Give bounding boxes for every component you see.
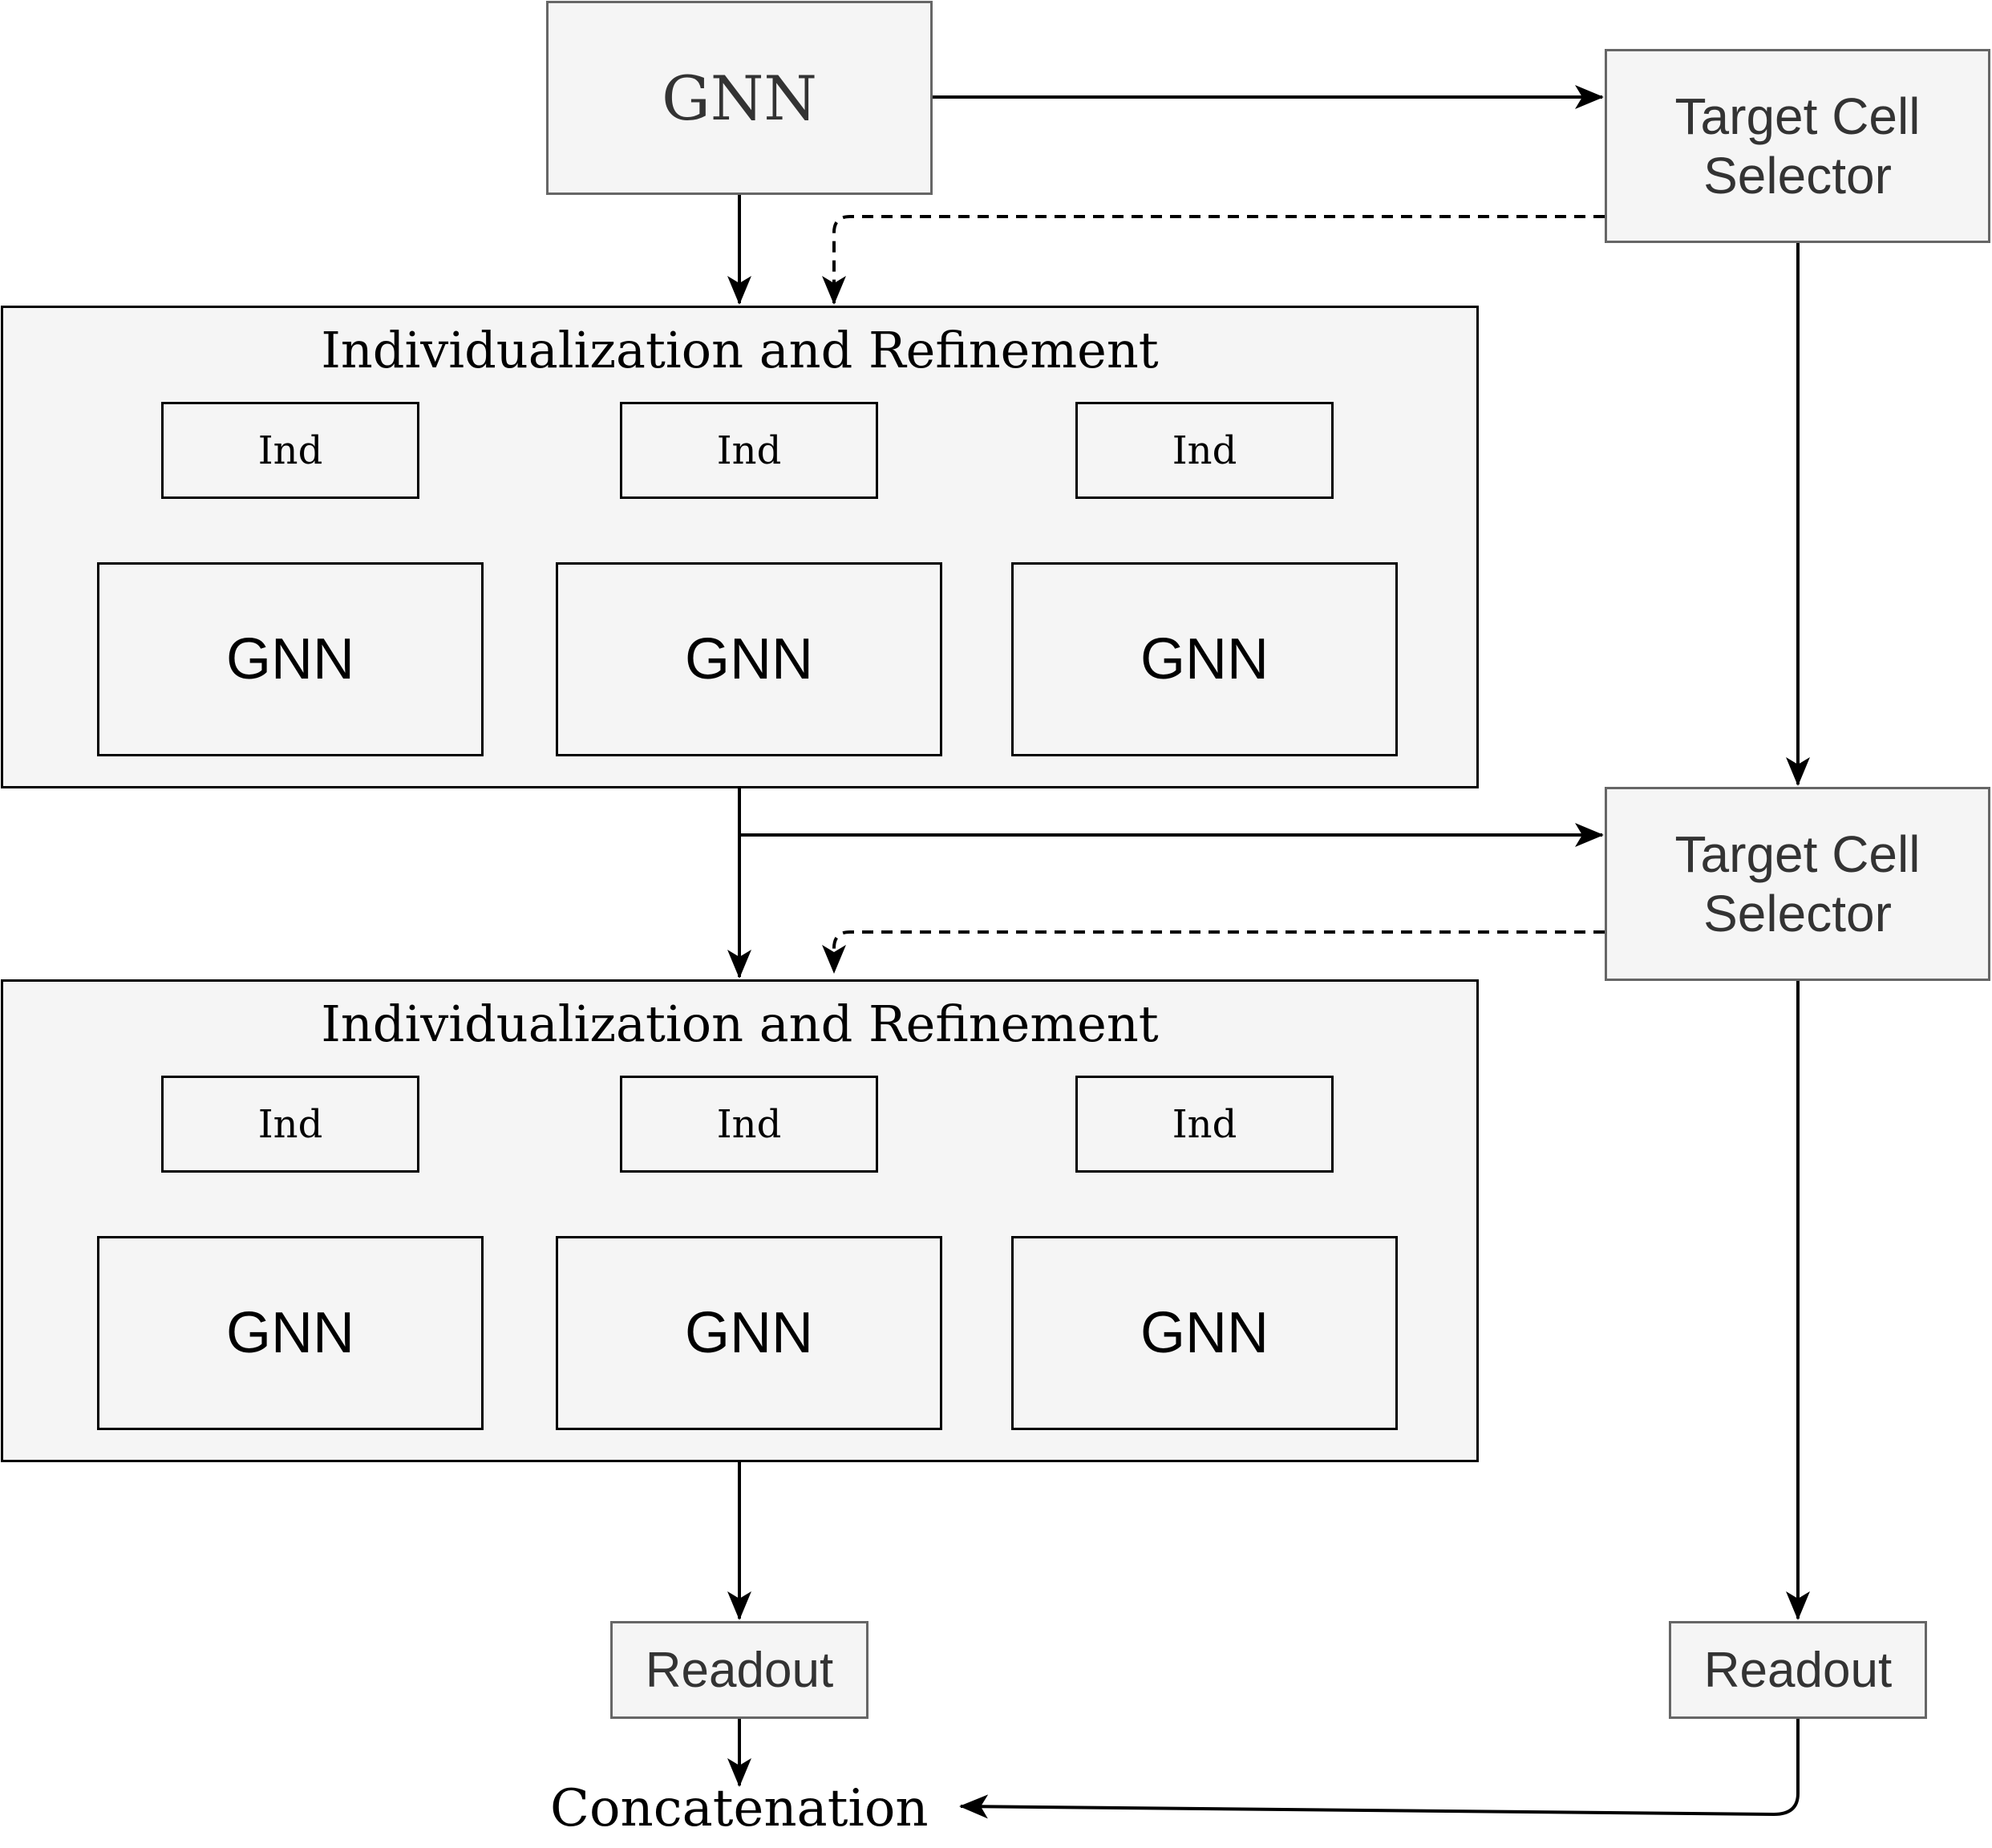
gnn-box: GNN (97, 1236, 484, 1430)
ind-label: Ind (716, 428, 782, 473)
readout-right-label: Readout (1703, 1642, 1893, 1698)
readout-left-label: Readout (645, 1642, 834, 1698)
ind-box: Ind (1075, 1076, 1334, 1173)
ind-box: Ind (1075, 402, 1334, 499)
ind-box: Ind (620, 402, 878, 499)
gnn-box: GNN (556, 562, 942, 756)
panel-2-title: Individualization and Refinement (321, 995, 1159, 1053)
top-gnn-label: GNN (662, 62, 817, 134)
gnn-label: GNN (226, 627, 354, 691)
gnn-label: GNN (685, 627, 813, 691)
target-cell-selector-2-label: Target Cell Selector (1674, 825, 1921, 942)
target-cell-selector-1: Target Cell Selector (1605, 49, 1990, 243)
dashed-arrow-selector-2-to-panel-2 (822, 930, 1605, 974)
gnn-label: GNN (1140, 1301, 1269, 1365)
readout-right-box: Readout (1669, 1621, 1927, 1719)
target-cell-selector-1-label: Target Cell Selector (1674, 87, 1921, 205)
gnn-box: GNN (1011, 562, 1398, 756)
ind-label: Ind (1172, 1101, 1237, 1147)
ind-box: Ind (161, 402, 419, 499)
gnn-box: GNN (556, 1236, 942, 1430)
ind-label: Ind (716, 1101, 782, 1147)
gnn-box: GNN (1011, 1236, 1398, 1430)
readout-left-box: Readout (610, 1621, 868, 1719)
dashed-arrow-selector-1-to-panel-1 (822, 215, 1605, 305)
ind-label: Ind (1172, 428, 1237, 473)
ind-box: Ind (161, 1076, 419, 1173)
panel-1-title: Individualization and Refinement (321, 321, 1159, 379)
ind-label: Ind (257, 1101, 323, 1147)
gnn-label: GNN (226, 1301, 354, 1365)
ind-box: Ind (620, 1076, 878, 1173)
gnn-label: GNN (685, 1301, 813, 1365)
top-gnn-box: GNN (546, 1, 933, 195)
arrow-readout-right-to-concatenation (959, 1719, 1800, 1819)
target-cell-selector-2: Target Cell Selector (1605, 787, 1990, 981)
ind-label: Ind (257, 428, 323, 473)
gnn-box: GNN (97, 562, 484, 756)
gnn-label: GNN (1140, 627, 1269, 691)
concatenation-label: Concatenation (550, 1779, 929, 1838)
